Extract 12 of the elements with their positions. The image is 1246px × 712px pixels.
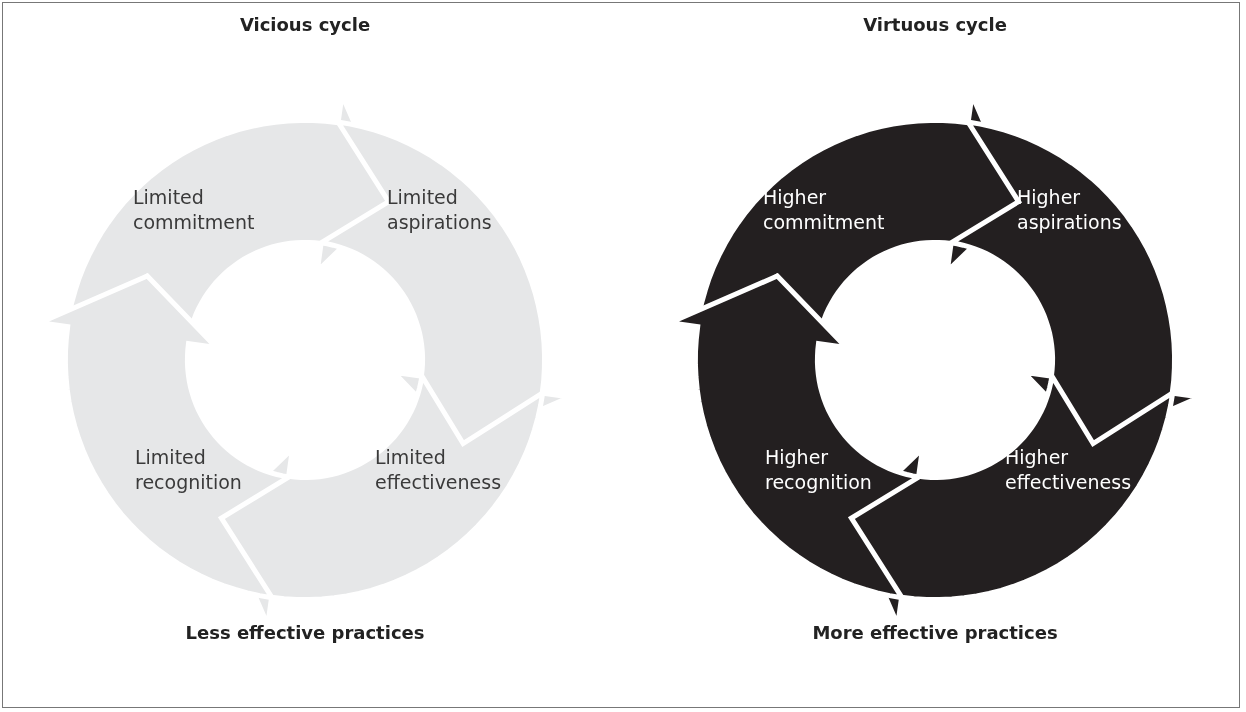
cycle-heading: Vicious cycle [238, 14, 372, 35]
segment-label: Higher effectiveness [1005, 445, 1133, 495]
cycle-heading: Less effective practices [184, 622, 426, 643]
segment-label: Limited effectiveness [375, 445, 503, 495]
segment-label: Limited aspirations [387, 185, 493, 235]
segment-label: Higher commitment [763, 185, 886, 235]
cycle-heading: Virtuous cycle [862, 14, 1008, 35]
segment-label: Higher recognition [765, 445, 873, 495]
segment-label: Higher aspirations [1017, 185, 1123, 235]
segment-label: Limited recognition [135, 445, 243, 495]
cycle-heading: More effective practices [811, 622, 1059, 643]
segment-label: Limited commitment [133, 185, 256, 235]
